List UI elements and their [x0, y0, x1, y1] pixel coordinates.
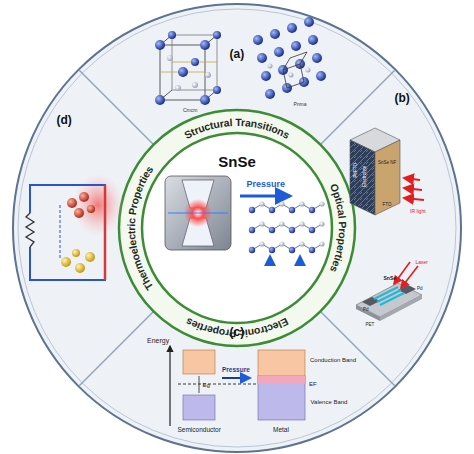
layer-label: FTO [383, 203, 392, 208]
electrode-label: Pd [417, 287, 423, 292]
solar-cell-cube [350, 128, 424, 215]
state-label: Metal [273, 427, 289, 434]
center-circle: SnSe [142, 133, 332, 323]
section-title: Optical Properties [328, 182, 349, 275]
outer-ring [13, 4, 461, 452]
section-title: Optical Properties [328, 182, 349, 275]
pressure-label: Pressure [222, 367, 250, 374]
section-title: Structural Transitions [182, 116, 292, 141]
substrate-label: PET [366, 323, 375, 328]
state-label: Semiconductor [178, 427, 221, 434]
section-title: Structural Transitions [182, 116, 292, 141]
thermoelectric-circuit [26, 173, 124, 280]
section-title: Electronic Properties [183, 316, 290, 340]
panel-letter: (d) [57, 114, 72, 126]
phase-label: Cmcm [183, 108, 197, 113]
layered-structure [249, 201, 325, 262]
pressure-label: Pressure [247, 180, 286, 189]
phase-label: Pnma [294, 102, 307, 107]
panel-letter: (c) [230, 326, 245, 338]
electrode-label: Pd [363, 308, 369, 313]
band-label: Valence Band [311, 399, 348, 405]
panel-letter: (b) [395, 92, 410, 104]
fermi-label: EF [309, 381, 317, 387]
photodetector-device [356, 262, 422, 321]
node-title: SnSe [142, 153, 332, 170]
light-label: Laser [416, 260, 429, 265]
inner-ring [119, 110, 355, 346]
crystal-structure-pnma [253, 17, 326, 99]
gap-label: Eg [203, 382, 210, 388]
axis-label: Energy [147, 337, 169, 344]
section-title: Thermoelectric Properties [125, 163, 155, 292]
pressure-arrow [240, 196, 290, 197]
layer-label: Pt/FTO [354, 163, 359, 177]
section-title: Electronic Properties [183, 316, 290, 340]
layer-label: SnSe NF [378, 161, 396, 166]
band-label: Conduction Band [310, 357, 356, 363]
light-label: IR light [410, 209, 426, 214]
material-label: SnSe [384, 276, 397, 281]
layer-label: Electrolyte [363, 165, 368, 186]
crystal-structure-cmcm [155, 31, 221, 105]
section-title: Thermoelectric Properties [125, 163, 155, 292]
diamond-anvil-cell [165, 176, 231, 250]
circle-outline [143, 134, 331, 322]
panel-letter: (a) [230, 48, 245, 60]
band-diagram [170, 346, 305, 426]
